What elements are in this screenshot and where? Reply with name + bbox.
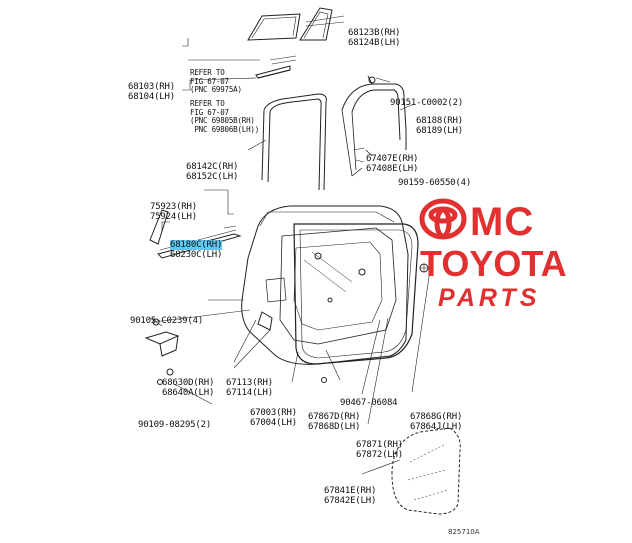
- label-67867D: 67867D(RH)67868D(LH): [308, 412, 361, 432]
- run-channel: [261, 93, 327, 191]
- label-90151: 90151-C0002(2): [390, 98, 464, 108]
- label-67407E: 67407E(RH)67408E(LH): [366, 154, 419, 174]
- glass-channel-small: [255, 55, 297, 79]
- label-68630D: 68630D(RH)68640A(LH): [162, 378, 215, 398]
- label-75923: 75923(RH)75924(LH): [150, 202, 197, 222]
- label-90109: 90109-08295(2): [138, 420, 212, 430]
- label-67113: 67113(RH)67114(LH): [226, 378, 273, 398]
- watermark-toyota: TOYOTA: [420, 243, 567, 284]
- door-panel: [241, 205, 409, 365]
- label-90159: 90159-60550(4): [398, 178, 472, 188]
- label-67841E: 67841E(RH)67842E(LH): [324, 486, 377, 506]
- label-67868G: 67868G(RH)67864J(LH): [410, 412, 463, 432]
- clip-part: [321, 76, 429, 383]
- label-68103: 68103(RH)68104(LH): [128, 82, 175, 102]
- door-glass: [247, 7, 333, 41]
- leader-lines: [153, 15, 431, 475]
- door-weatherstrip: [293, 223, 419, 365]
- watermark-mc: MC: [470, 200, 535, 244]
- toyota-logo-icon: [419, 198, 467, 240]
- hinge-parts: [144, 311, 273, 385]
- label-90467: 90467-06084: [340, 398, 398, 408]
- label-67003: 67003(RH)67004(LH): [250, 408, 297, 428]
- label-68142C: 68142C(RH)68152C(LH): [186, 162, 239, 182]
- figure-code: 825710A: [448, 528, 480, 536]
- label-68180C-highlighted: 68180C(RH)68230C(LH): [170, 240, 223, 260]
- pillar-garnish: [149, 209, 169, 245]
- label-67871: 67871(RH)67872(LH): [356, 440, 403, 460]
- label-68188: 68188(RH)68189(LH): [416, 116, 463, 136]
- label-68123B: 68123B(RH)68124B(LH): [348, 28, 401, 48]
- quarter-window-seal: [341, 75, 407, 177]
- watermark-parts: PARTS: [438, 284, 541, 312]
- service-hole-cover: [391, 427, 461, 515]
- label-90105: 90105-C0239(4): [130, 316, 204, 326]
